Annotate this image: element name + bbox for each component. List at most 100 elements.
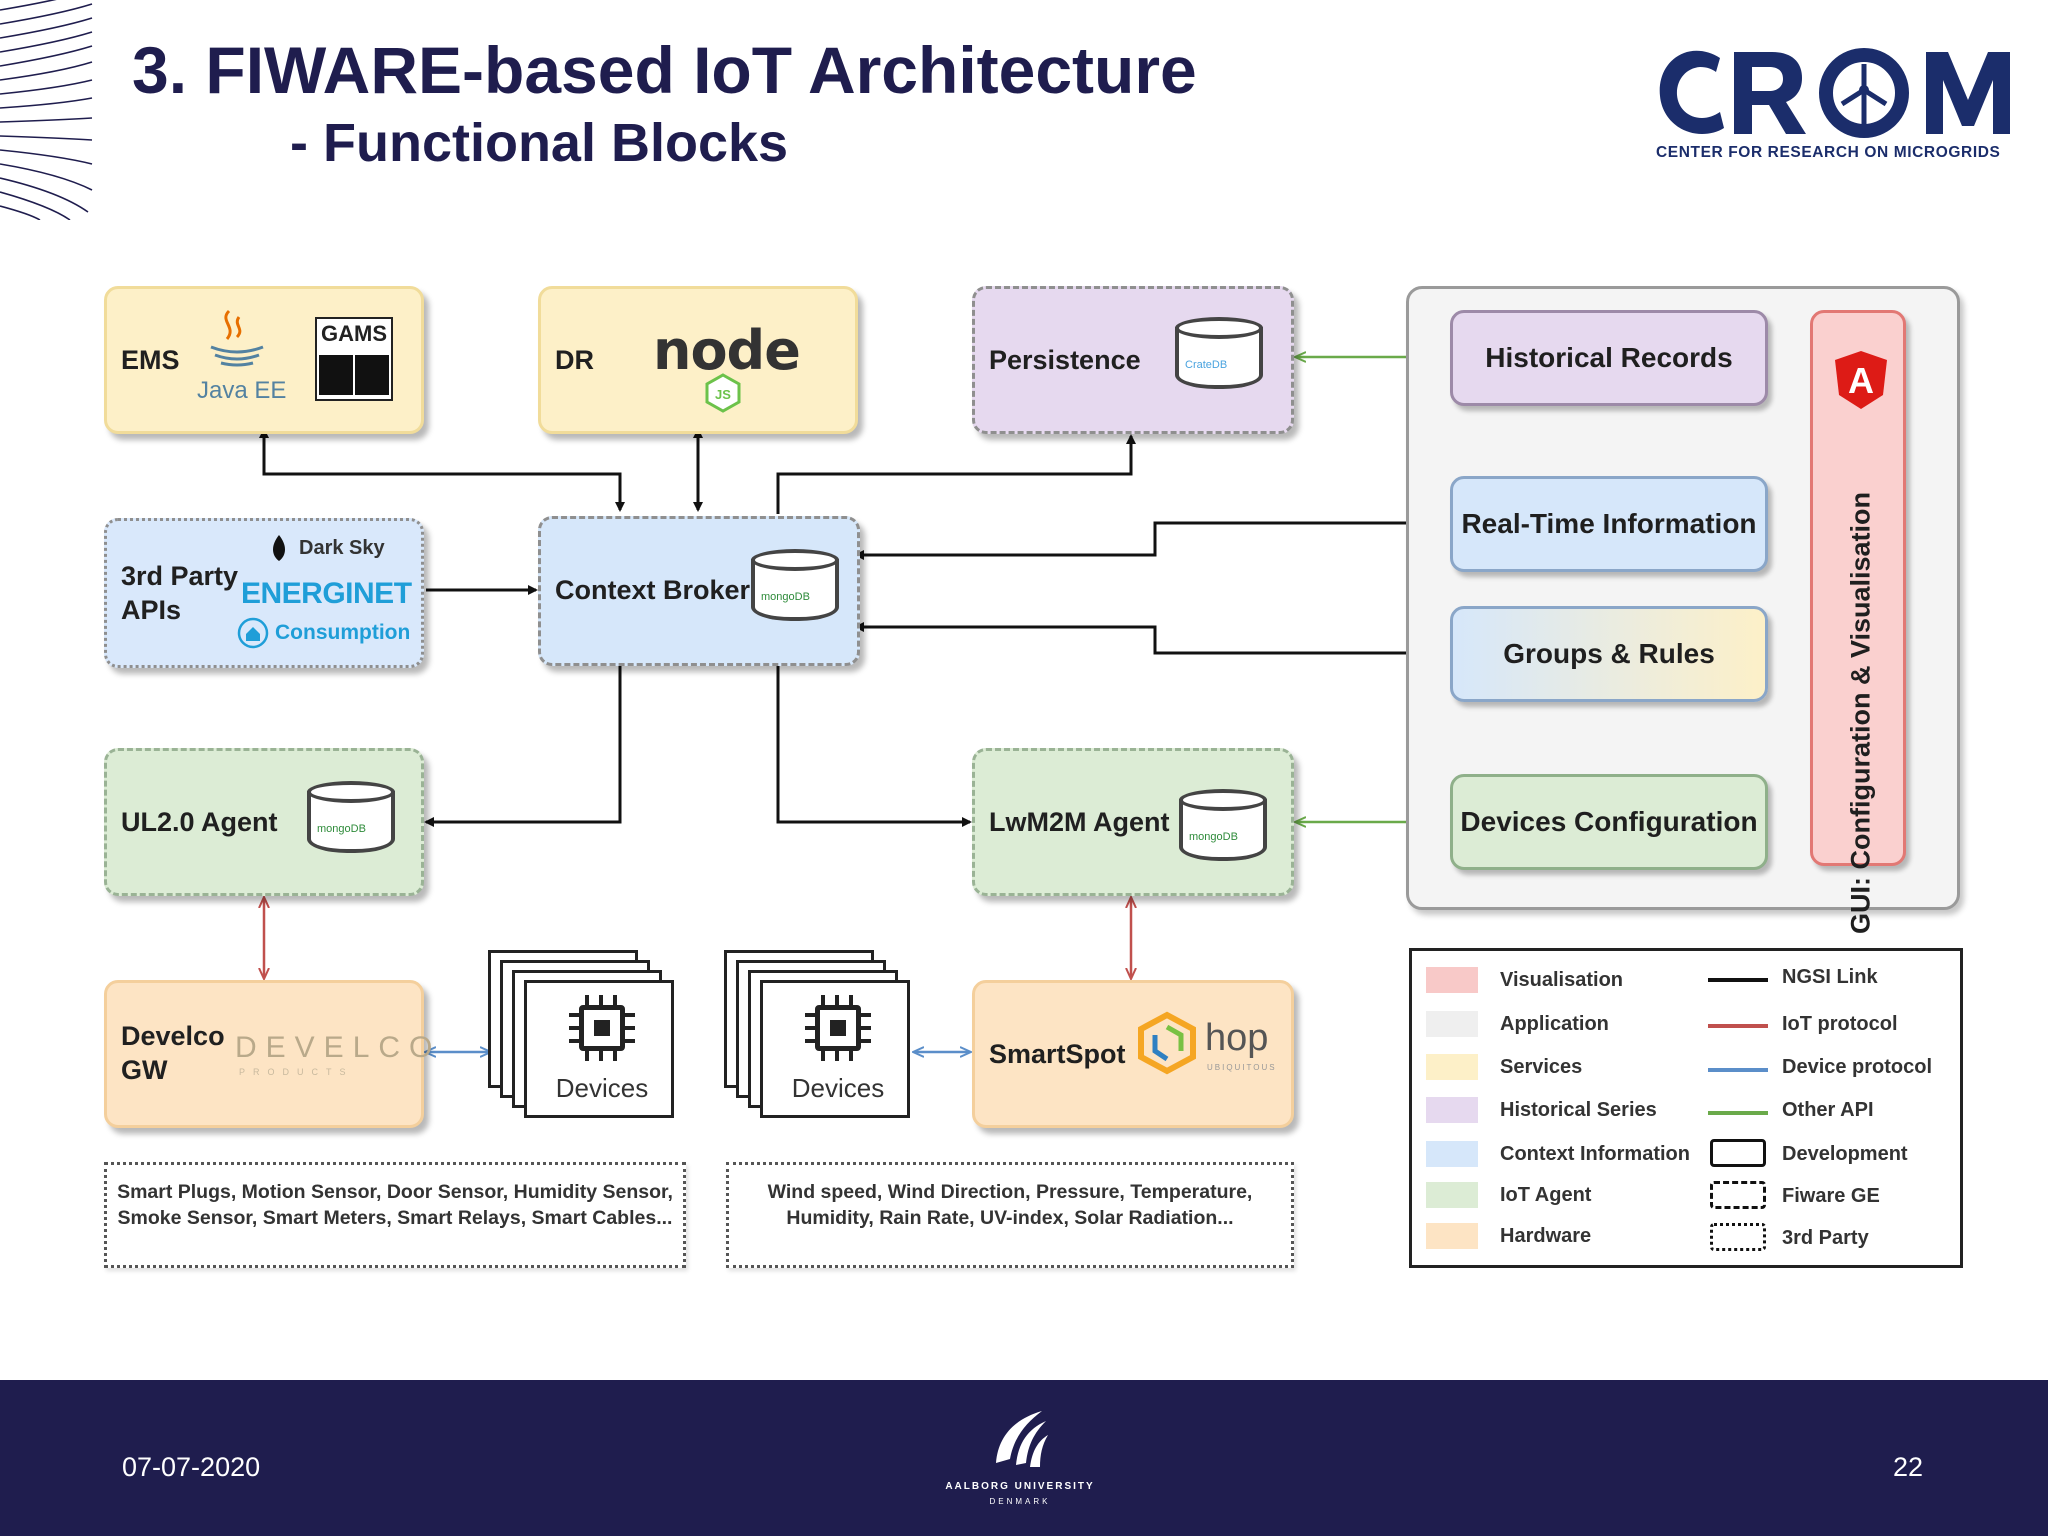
ems-block: EMS Java EE GAMS xyxy=(104,286,424,434)
dr-label: DR xyxy=(555,345,594,375)
hop-logo-sub: UBIQUITOUS xyxy=(1207,1063,1277,1072)
footer-page-number: 22 xyxy=(1893,1452,1924,1482)
smartspot-block: SmartSpot hop UBIQUITOUS xyxy=(972,980,1294,1128)
mongodb-icon-ul: mongoDB xyxy=(307,781,395,865)
lwm2m-agent-block: LwM2M Agent mongoDB xyxy=(972,748,1294,896)
mongodb-icon: mongoDB xyxy=(751,549,839,633)
develco-label-1: Develco xyxy=(121,1021,225,1051)
devices-stack-right: Devices xyxy=(724,950,924,1130)
legend-label-fiware: Fiware GE xyxy=(1782,1185,1880,1207)
legend-swatch-services xyxy=(1426,1054,1478,1080)
persistence-label: Persistence xyxy=(989,345,1141,375)
dark-sky-icon xyxy=(273,535,285,561)
java-ee-icon xyxy=(210,309,264,367)
third-party-label-2: APIs xyxy=(121,595,182,625)
legend-line-other-api xyxy=(1708,1111,1768,1115)
mongodb-icon-lwm2m: mongoDB xyxy=(1179,789,1267,873)
third-party-apis-block: 3rd Party APIs Dark Sky ENERGINET Consum… xyxy=(104,518,424,668)
persistence-block: Persistence CrateDB xyxy=(972,286,1294,434)
aalborg-university-logo: AALBORG UNIVERSITY DENMARK xyxy=(940,1405,1100,1515)
historical-records-block: Historical Records xyxy=(1450,310,1768,406)
gams-logo: GAMS xyxy=(315,317,393,401)
legend-border-3rd-party xyxy=(1710,1223,1766,1251)
link-broker-lwm2m xyxy=(773,656,972,827)
sensors-note-left: Smart Plugs, Motion Sensor, Door Sensor,… xyxy=(104,1162,686,1268)
lwm2m-agent-label: LwM2M Agent xyxy=(989,807,1170,837)
sensors-note-right-1: Wind speed, Wind Direction, Pressure, Te… xyxy=(767,1181,1253,1203)
legend-swatch-context xyxy=(1426,1141,1478,1167)
footer-date: 07-07-2020 xyxy=(122,1452,261,1482)
legend-label-historical: Historical Series xyxy=(1500,1099,1657,1121)
angular-icon: A xyxy=(1835,351,1887,409)
legend-swatch-visualisation xyxy=(1426,967,1478,993)
sensors-note-left-1: Smart Plugs, Motion Sensor, Door Sensor,… xyxy=(117,1181,673,1203)
legend-border-fiware xyxy=(1710,1181,1766,1209)
legend-label-hardware: Hardware xyxy=(1500,1225,1592,1247)
link-broker-ul xyxy=(424,656,625,827)
context-broker-block: Context Broker mongoDB xyxy=(538,516,860,666)
sensors-note-right: Wind speed, Wind Direction, Pressure, Te… xyxy=(726,1162,1294,1268)
devices-card-left: Devices xyxy=(524,980,674,1118)
aau-bird-icon xyxy=(996,1411,1048,1467)
java-ee-label: Java EE xyxy=(197,377,287,404)
energinet-label: ENERGINET xyxy=(241,577,412,610)
decorative-lines xyxy=(0,0,93,220)
gui-configuration-visualisation-block: A GUI: Configuration & Visualisation xyxy=(1810,310,1906,934)
aau-name: AALBORG UNIVERSITY xyxy=(945,1481,1095,1492)
devices-configuration-block: Devices Configuration xyxy=(1450,774,1768,870)
devices-label-left: Devices xyxy=(555,1073,649,1103)
ul-agent-block: UL2.0 Agent mongoDB xyxy=(104,748,424,896)
devices-stack-left: Devices xyxy=(488,950,688,1130)
ul-agent-label: UL2.0 Agent xyxy=(121,807,278,837)
legend-label-services: Services xyxy=(1500,1056,1583,1078)
hop-ubiquitous-icon xyxy=(1138,1011,1196,1075)
legend-label-visualisation: Visualisation xyxy=(1500,969,1624,991)
link-ems-broker xyxy=(259,428,625,512)
legend-label-application: Application xyxy=(1500,1013,1609,1035)
legend-label-development: Development xyxy=(1782,1143,1908,1165)
legend-label-device-protocol: Device protocol xyxy=(1782,1056,1933,1078)
link-broker-persistence xyxy=(776,434,1136,514)
hop-logo: hop xyxy=(1205,1017,1269,1059)
sensors-note-right-2: Humidity, Rain Rate, UV-index, Solar Rad… xyxy=(786,1207,1234,1229)
legend: Visualisation Application Services Histo… xyxy=(1409,948,1963,1268)
crom-subtitle: CENTER FOR RESEARCH ON MICROGRIDS xyxy=(1656,144,2001,161)
crom-wordmark xyxy=(1659,48,2010,138)
develco-gw-block: Develco GW DEVELCO PRODUCTS xyxy=(104,980,432,1128)
smartspot-label: SmartSpot xyxy=(989,1039,1126,1069)
slide-title: 3. FIWARE-based IoT Architecture xyxy=(132,33,1197,107)
dark-sky-label: Dark Sky xyxy=(299,537,385,559)
chip-icon xyxy=(579,1005,625,1051)
aau-country: DENMARK xyxy=(989,1497,1051,1506)
cratedb-label: CrateDB xyxy=(1185,359,1228,371)
real-time-information-block: Real-Time Information xyxy=(1450,476,1768,572)
consumption-label: Consumption xyxy=(275,621,411,644)
consumption-icon xyxy=(237,617,269,649)
gams-label: GAMS xyxy=(321,321,387,346)
develco-label-2: GW xyxy=(121,1055,168,1085)
legend-label-3rd-party: 3rd Party xyxy=(1782,1227,1869,1249)
legend-label-iot-protocol: IoT protocol xyxy=(1782,1013,1898,1035)
dr-block: DR node JS xyxy=(538,286,858,434)
nodejs-hexagon-icon: JS xyxy=(705,373,741,413)
legend-swatch-hardware xyxy=(1426,1223,1478,1249)
mongodb-label: mongoDB xyxy=(761,591,810,603)
legend-swatch-iot-agent xyxy=(1426,1182,1478,1208)
chip-icon-right xyxy=(815,1005,861,1051)
devices-label-right: Devices xyxy=(791,1073,885,1103)
ems-label: EMS xyxy=(121,345,180,375)
mongodb-label-ul: mongoDB xyxy=(317,823,366,835)
legend-swatch-application xyxy=(1426,1011,1478,1037)
nodejs-logo: node xyxy=(653,319,801,382)
svg-text:JS: JS xyxy=(715,387,731,402)
context-broker-label: Context Broker xyxy=(555,575,751,605)
mongodb-label-lwm2m: mongoDB xyxy=(1189,831,1238,843)
legend-border-development xyxy=(1710,1139,1766,1167)
crom-logo: CENTER FOR RESEARCH ON MICROGRIDS xyxy=(1650,40,2030,165)
legend-label-ngsi: NGSI Link xyxy=(1782,966,1878,988)
slide-subtitle: - Functional Blocks xyxy=(290,113,789,173)
third-party-label-1: 3rd Party xyxy=(121,561,239,591)
legend-line-device-protocol xyxy=(1708,1068,1768,1072)
sensors-note-left-2: Smoke Sensor, Smart Meters, Smart Relays… xyxy=(117,1207,673,1229)
legend-line-ngsi xyxy=(1708,978,1768,982)
